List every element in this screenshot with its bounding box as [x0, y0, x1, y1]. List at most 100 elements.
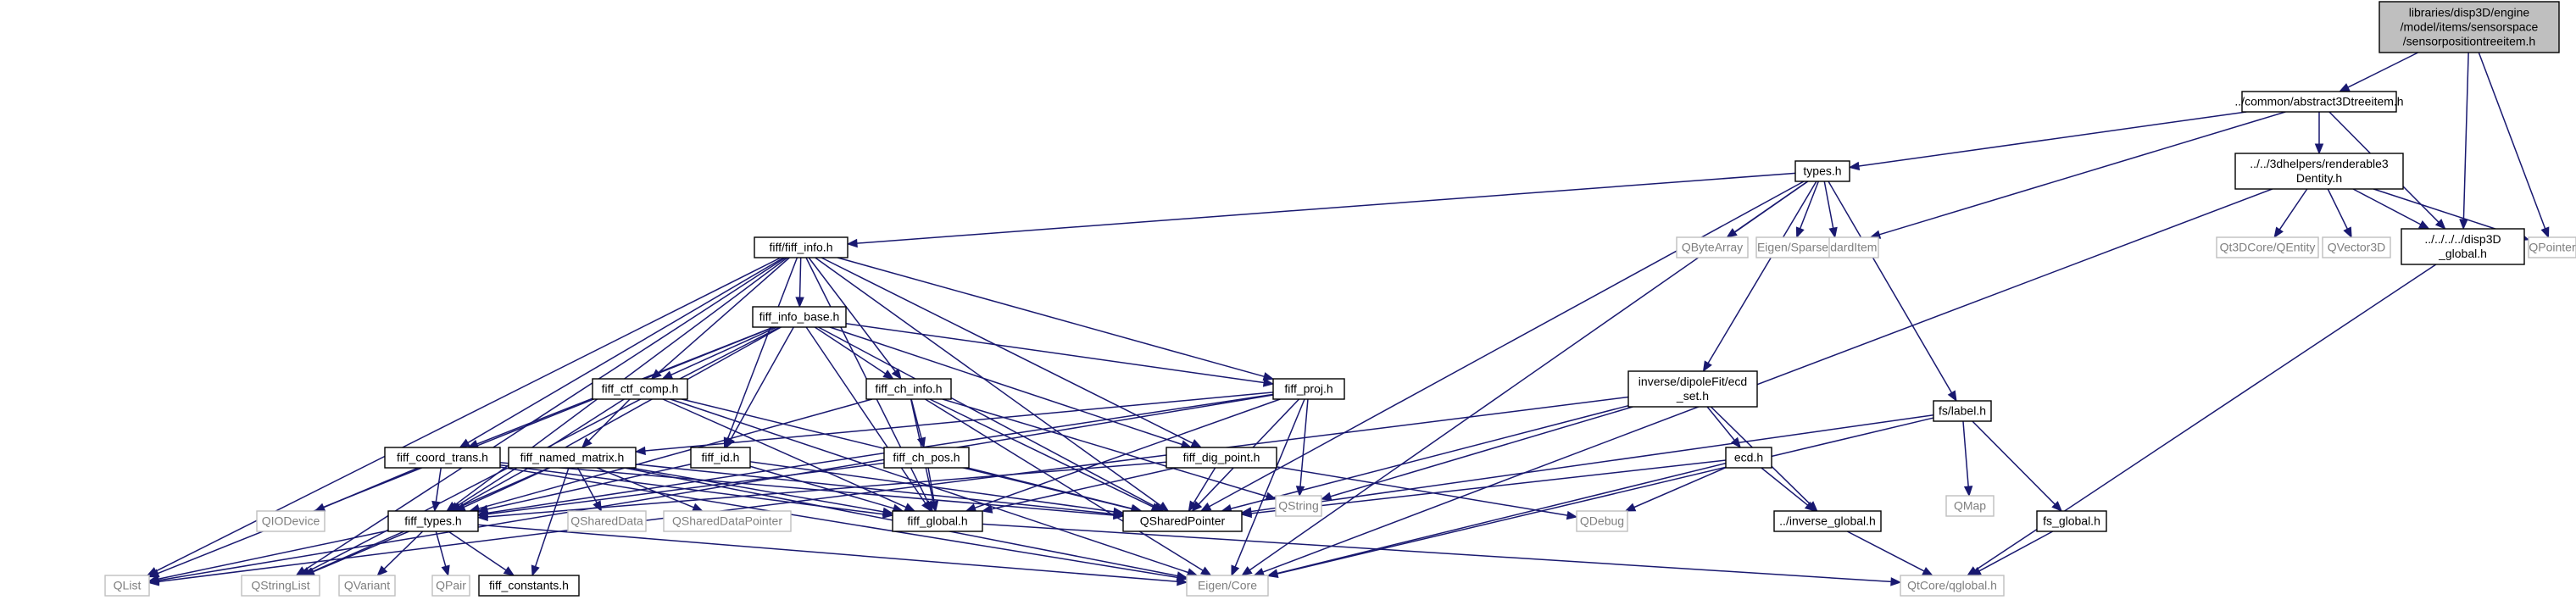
graph-nodes: libraries/disp3D/engine/model/items/sens… — [104, 1, 2576, 597]
edge-line — [1299, 398, 1309, 487]
node-box — [1275, 495, 1322, 517]
edge-arrowhead — [904, 503, 916, 512]
edge-invglobal-to-qtglobal — [1846, 531, 1933, 576]
edge-line — [1250, 414, 1934, 513]
node-types[interactable]: types.h — [1794, 160, 1850, 182]
node-fiffproj[interactable]: fiff_proj.h — [1272, 378, 1345, 400]
node-ecd[interactable]: ecd.h — [1725, 447, 1772, 469]
node-fslabel[interactable]: fs/label.h — [1933, 400, 1992, 422]
node-box — [892, 510, 983, 532]
node-chinfo[interactable]: fiff_ch_info.h — [865, 378, 952, 400]
edge-line — [1209, 181, 1805, 508]
node-label: /model/items/sensorspace — [2401, 20, 2539, 34]
node-fiffid[interactable]: fiff_id.h — [690, 447, 751, 469]
edge-line — [730, 326, 794, 440]
edge-line — [837, 257, 1265, 378]
node-chpos[interactable]: fiff_ch_pos.h — [883, 447, 970, 469]
edge-arrowhead — [1262, 378, 1275, 387]
edge-line — [383, 531, 424, 569]
edge-ecdset-to-qlist — [147, 396, 1629, 586]
node-qsharedpointer[interactable]: QSharedPointer — [1122, 510, 1243, 532]
edge-line — [1823, 181, 1834, 229]
node-label: QMap — [1954, 499, 1986, 513]
edge-line — [487, 464, 692, 510]
node-box — [754, 236, 848, 258]
node-box — [478, 575, 580, 597]
node-label: QVariant — [344, 579, 390, 592]
node-invglobal[interactable]: ../inverse_global.h — [1773, 510, 1882, 532]
node-fiffconstants[interactable]: fiff_constants.h — [478, 575, 580, 597]
edge-line — [1277, 417, 1934, 575]
edge-arrowhead — [1177, 576, 1188, 586]
edge-line — [1633, 467, 1727, 508]
edge-line — [662, 398, 907, 508]
edge-arrowhead — [1188, 500, 1198, 513]
edge-arrowhead — [882, 369, 894, 380]
node-fifftypes[interactable]: fiff_types.h — [387, 510, 479, 532]
node-fsglobal[interactable]: fs_global.h — [2036, 510, 2107, 532]
node-box — [567, 510, 647, 532]
node-label: QString — [1278, 499, 1318, 513]
node-label: _set.h — [1676, 389, 1709, 403]
edge-line — [477, 524, 1178, 582]
edge-fiffinfo-to-chinfo — [808, 257, 902, 381]
edge-line — [158, 530, 389, 580]
edge-fiffinfo-to-infobase — [795, 257, 804, 308]
node-infobase[interactable]: fiff_info_base.h — [752, 306, 847, 328]
edge-line — [435, 467, 442, 503]
edge-arrowhead — [882, 507, 894, 516]
edge-coordtrans-to-qiodevice — [314, 467, 419, 512]
node-root[interactable]: libraries/disp3D/engine/model/items/sens… — [2378, 1, 2560, 53]
node-ecdset[interactable]: inverse/dipoleFit/ecd_set.h — [1627, 370, 1758, 408]
node-abstract3d[interactable]: ../common/abstract3Dtreeitem.h — [2234, 91, 2404, 113]
node-label: fiff_id.h — [702, 451, 740, 464]
edge-arrowhead — [2314, 143, 2324, 155]
node-label: ../inverse_global.h — [1779, 514, 1876, 528]
node-label: QtCore/qglobal.h — [1907, 579, 1997, 592]
node-ctfcomp[interactable]: fiff_ctf_comp.h — [592, 378, 688, 400]
node-fiffglobal[interactable]: fiff_global.h — [892, 510, 983, 532]
edge-line — [1978, 531, 2054, 572]
edge-arrowhead — [1112, 507, 1125, 516]
edge-root-to-disp3dglobal — [2459, 52, 2469, 231]
edge-line — [1879, 111, 2286, 236]
node-box — [1676, 236, 1749, 258]
edge-line — [499, 466, 1178, 579]
node-box — [1122, 510, 1243, 532]
edge-line — [487, 461, 1167, 518]
edge-line — [478, 398, 873, 509]
node-box — [104, 575, 150, 597]
edge-line — [459, 326, 782, 508]
edge-arrowhead — [314, 503, 326, 512]
edge-arrowhead — [1199, 502, 1212, 512]
node-qdebug: QDebug — [1576, 510, 1628, 532]
node-qiodevice: QIODevice — [256, 510, 325, 532]
node-label: QVector3D — [2328, 241, 2385, 254]
node-label: /sensorpositiontreeitem.h — [2403, 35, 2535, 48]
edge-fslabel-to-qsharedpointer — [1240, 414, 1934, 516]
node-box — [384, 447, 501, 469]
node-box — [1945, 495, 1995, 517]
node-label: ../common/abstract3Dtreeitem.h — [2234, 95, 2403, 108]
edge-line — [967, 467, 1133, 510]
node-digpoint[interactable]: fiff_dig_point.h — [1166, 447, 1277, 469]
node-label: fs_global.h — [2043, 514, 2100, 528]
node-qvariant: QVariant — [338, 575, 396, 597]
edge-arrowhead — [661, 370, 674, 380]
edge-arrowhead — [459, 438, 471, 448]
node-coordtrans[interactable]: fiff_coord_trans.h — [384, 447, 501, 469]
node-box — [883, 447, 970, 469]
node-fiffinfo[interactable]: fiff/fiff_info.h — [754, 236, 848, 258]
edge-arrowhead — [1795, 226, 1805, 239]
node-disp3dglobal[interactable]: ../../../../disp3D_global.h — [2401, 228, 2525, 265]
edge-arrowhead — [795, 297, 804, 308]
edge-arrowhead — [1848, 161, 1861, 171]
edge-arrowhead — [1566, 510, 1578, 520]
node-namedmatrix[interactable]: fiff_named_matrix.h — [508, 447, 637, 469]
edge-line — [925, 398, 1204, 571]
node-box — [1627, 370, 1758, 408]
node-label: ecd.h — [1734, 451, 1763, 464]
edge-fiffglobal-to-qtglobal — [982, 523, 1902, 586]
edge-types-to-eigensparse — [1795, 181, 1820, 239]
